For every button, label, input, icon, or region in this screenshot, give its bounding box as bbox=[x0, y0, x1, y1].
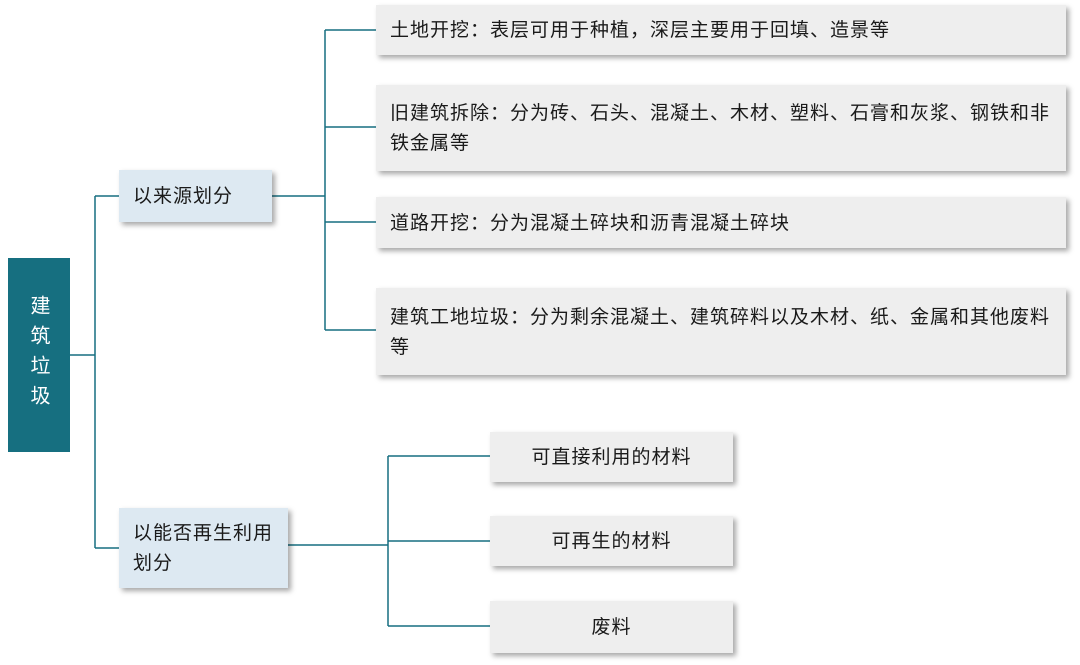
leaf-node-road-excavation: 道路开挖：分为混凝土碎块和沥青混凝土碎块 bbox=[376, 197, 1066, 248]
leaf-label: 可再生的材料 bbox=[551, 530, 672, 552]
leaf-node-construction-site: 建筑工地垃圾：分为剩余混凝土、建筑碎料以及木材、纸、金属和其他废料等 bbox=[376, 288, 1066, 375]
leaf-node-direct-use: 可直接利用的材料 bbox=[490, 432, 733, 482]
root-label: 建筑垃圾 bbox=[27, 295, 51, 415]
leaf-label: 道路开挖：分为混凝土碎块和沥青混凝土碎块 bbox=[390, 211, 791, 234]
leaf-node-land-excavation: 土地开挖：表层可用于种植，深层主要用于回填、造景等 bbox=[376, 5, 1066, 55]
branch-node-reuse: 以能否再生利用划分 bbox=[119, 508, 288, 588]
branch-node-source: 以来源划分 bbox=[119, 170, 272, 222]
leaf-label: 旧建筑拆除：分为砖、石头、混凝土、木材、塑料、石膏和灰浆、钢铁和非铁金属等 bbox=[390, 102, 1051, 154]
leaf-node-waste: 废料 bbox=[490, 601, 733, 653]
leaf-label: 建筑工地垃圾：分为剩余混凝土、建筑碎料以及木材、纸、金属和其他废料等 bbox=[390, 305, 1051, 358]
leaf-node-recyclable: 可再生的材料 bbox=[490, 516, 733, 566]
branch-label: 以能否再生利用划分 bbox=[133, 522, 274, 574]
leaf-label: 土地开挖：表层可用于种植，深层主要用于回填、造景等 bbox=[390, 19, 891, 41]
leaf-label: 废料 bbox=[591, 616, 632, 638]
leaf-label: 可直接利用的材料 bbox=[531, 446, 692, 468]
root-node: 建筑垃圾 bbox=[8, 258, 70, 452]
branch-label: 以来源划分 bbox=[133, 185, 234, 207]
leaf-node-demolition: 旧建筑拆除：分为砖、石头、混凝土、木材、塑料、石膏和灰浆、钢铁和非铁金属等 bbox=[376, 85, 1066, 171]
